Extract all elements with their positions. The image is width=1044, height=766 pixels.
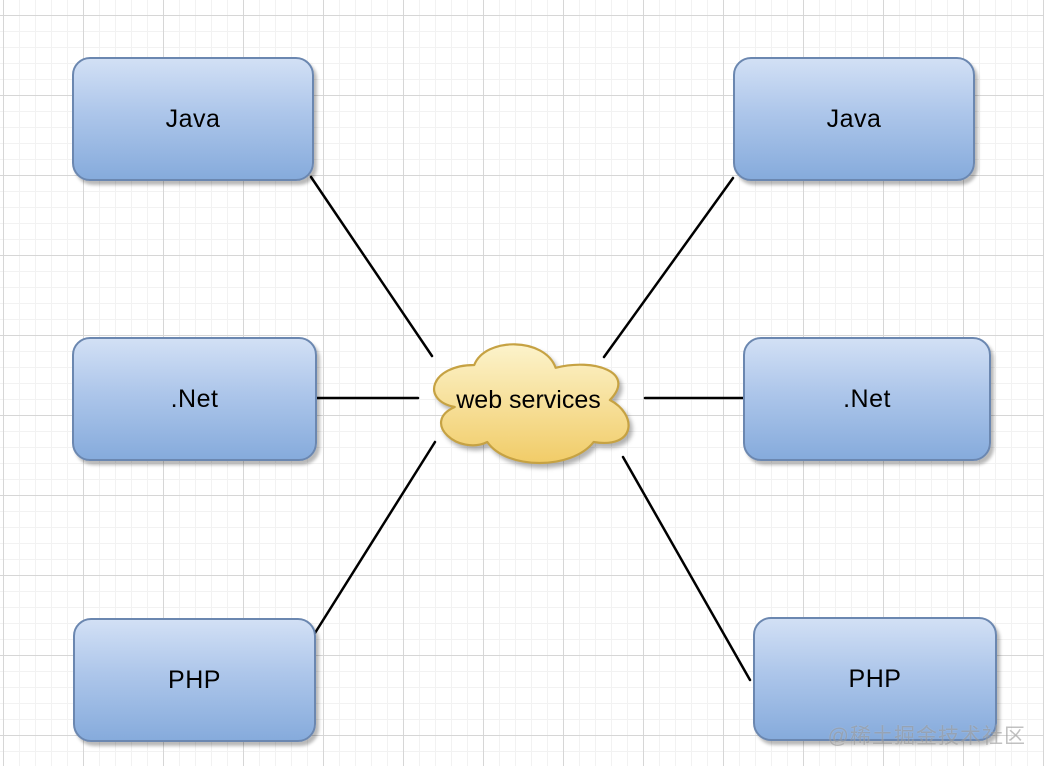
connector-java-right-to-cloud (602, 176, 735, 359)
connector-php-left-to-cloud (313, 440, 437, 635)
node-net-right-label: .Net (843, 384, 891, 413)
cloud-web-services: web services (420, 330, 637, 470)
node-net-left: .Net (72, 337, 317, 461)
connector-java-left-to-cloud (309, 175, 434, 358)
node-php-right-label: PHP (848, 664, 902, 693)
node-java-left: Java (72, 57, 314, 181)
connector-php-right-to-cloud (621, 455, 752, 682)
cloud-shape-icon (433, 343, 630, 465)
node-java-right-label: Java (826, 104, 882, 133)
node-php-left-label: PHP (168, 665, 221, 694)
node-java-left-label: Java (165, 104, 221, 133)
node-net-right: .Net (743, 337, 991, 461)
node-java-right: Java (733, 57, 975, 181)
node-php-right: PHP (753, 617, 997, 741)
cloud-label: web services (456, 385, 601, 414)
node-php-left: PHP (73, 618, 316, 742)
node-net-left-label: .Net (170, 384, 219, 413)
